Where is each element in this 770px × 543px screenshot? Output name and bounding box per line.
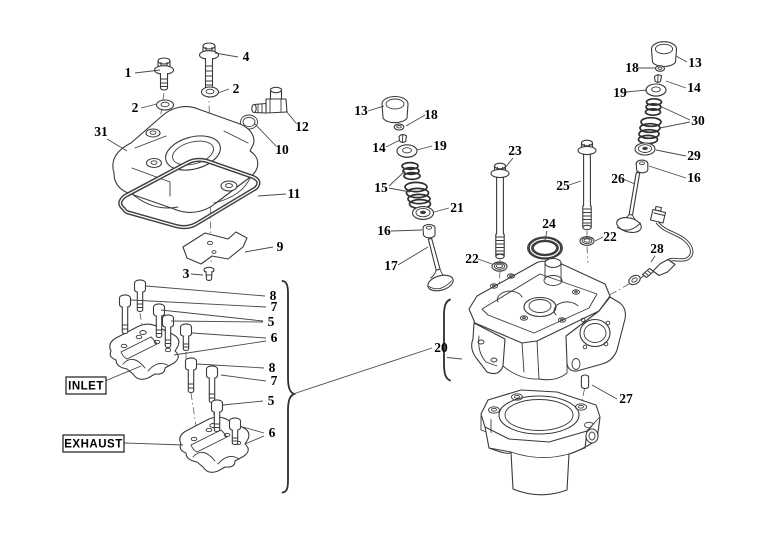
cylinder-head-20-drawing	[468, 257, 626, 381]
callout-14-mid: 14	[372, 140, 386, 155]
stud-bolt-25-drawing	[577, 139, 597, 231]
washer-2-right-drawing	[200, 86, 220, 98]
callout-7-exhaust: 7	[271, 373, 278, 388]
callout-10: 10	[275, 142, 289, 157]
washer-22-left-drawing	[491, 261, 508, 272]
exhaust-screw-8	[184, 357, 198, 394]
callout-26: 26	[611, 171, 625, 186]
callout-5-exhaust: 5	[268, 393, 275, 408]
callout-13-mid: 13	[354, 103, 368, 118]
callout-20: 20	[434, 340, 448, 355]
callout-8-inlet: 8	[270, 288, 277, 303]
callout-6-exhaust: 6	[269, 425, 276, 440]
cylinder-block-drawing	[480, 389, 601, 496]
inlet-screw-5b	[161, 314, 175, 349]
exhaust-label-box: EXHAUST	[62, 434, 125, 453]
inlet-label: INLET	[68, 381, 104, 393]
callout-17: 17	[384, 258, 398, 273]
callout-11: 11	[288, 186, 301, 201]
cotters-14-right	[653, 74, 663, 83]
callout-18-right: 18	[625, 60, 639, 75]
callout-23: 23	[508, 143, 522, 158]
grouping-braces	[281, 280, 463, 494]
exhaust-screw-6	[228, 417, 242, 446]
bracket-9-drawing	[182, 231, 248, 265]
callout-25: 25	[556, 178, 570, 193]
callout-21: 21	[450, 200, 464, 215]
callout-29: 29	[687, 148, 701, 163]
cover-gasket-11-drawing	[118, 157, 261, 230]
callout-16-right: 16	[687, 170, 701, 185]
valve-seal-16-mid	[422, 223, 436, 239]
springs-15	[401, 161, 432, 210]
stud-bolt-23-drawing	[490, 162, 510, 260]
callout-14-right: 14	[687, 80, 701, 95]
callout-28: 28	[650, 241, 664, 256]
valve-seal-16-right	[635, 159, 649, 174]
retainer-19-right	[645, 83, 667, 97]
callout-30: 30	[691, 113, 705, 128]
callout-2-upper: 2	[233, 81, 240, 96]
shim-18-right	[654, 65, 666, 72]
callout-12: 12	[295, 119, 309, 134]
inlet-valve-parts-drawing	[381, 95, 454, 292]
exhaust-holder-group-drawing	[179, 357, 250, 473]
washer-22-right-drawing	[579, 236, 595, 246]
valve-cover-31-drawing	[112, 106, 259, 213]
callout-19-right: 19	[613, 85, 627, 100]
cover-bolt-4-drawing	[198, 42, 220, 90]
exhaust-label: EXHAUST	[64, 439, 122, 451]
screw-3-drawing	[203, 266, 215, 281]
callout-9: 9	[277, 239, 284, 254]
callout-18-mid: 18	[424, 107, 438, 122]
callout-2-lower: 2	[132, 100, 139, 115]
callout-19-mid: 19	[433, 138, 447, 153]
callout-13-right: 13	[688, 55, 702, 70]
tappet-13-mid	[381, 95, 409, 124]
sensor-28-drawing	[628, 205, 694, 286]
callout-27: 27	[619, 391, 633, 406]
tappet-13-right	[650, 41, 678, 68]
retainer-19-mid	[396, 144, 418, 158]
callout-8-exhaust: 8	[269, 360, 276, 375]
callout-6-inlet: 6	[271, 330, 278, 345]
callout-labels: 1 4 2 2 12 10 31 11 9 3 8 7 5 6 8 7 5 6 …	[94, 49, 705, 440]
washer-2-left-drawing	[155, 99, 175, 111]
inlet-screw-7	[118, 294, 132, 335]
cotters-14-mid	[398, 133, 408, 143]
valve-cover-assembly-drawing	[112, 42, 288, 281]
callout-22-left: 22	[465, 251, 479, 266]
exhaust-screw-5	[210, 399, 224, 433]
leader-lines	[104, 52, 691, 446]
exhaust-screw-7	[205, 365, 219, 404]
cylinder-head-group-drawing	[468, 139, 694, 416]
callout-31: 31	[94, 124, 108, 139]
elbow-fitting-12-drawing	[251, 86, 288, 114]
callout-15: 15	[374, 180, 388, 195]
callout-4: 4	[243, 49, 250, 64]
springs-30	[637, 97, 663, 145]
spring-seat-21	[411, 206, 435, 220]
callout-16-mid: 16	[377, 223, 391, 238]
inlet-screw-8	[133, 279, 147, 313]
callout-3: 3	[183, 266, 190, 281]
callout-22-right: 22	[603, 229, 617, 244]
exhaust-valve-parts-drawing	[616, 41, 678, 233]
valve-26-drawing	[616, 171, 642, 233]
dowel-pin-27-drawing	[580, 374, 590, 390]
valve-17-drawing	[427, 238, 454, 292]
callout-7-inlet: 7	[271, 299, 278, 314]
inlet-screw-6	[179, 323, 193, 352]
callout-1: 1	[125, 65, 132, 80]
cover-bolt-1-drawing	[153, 57, 175, 91]
callout-5-inlet: 5	[268, 314, 275, 329]
seal-24-drawing	[527, 236, 563, 260]
inlet-holder-group-drawing	[109, 279, 193, 380]
inlet-label-box: INLET	[65, 376, 107, 395]
shim-18-mid	[393, 123, 405, 131]
callout-24: 24	[542, 216, 556, 231]
spring-seat-29	[634, 142, 656, 156]
inlet-screw-5a	[152, 303, 166, 339]
